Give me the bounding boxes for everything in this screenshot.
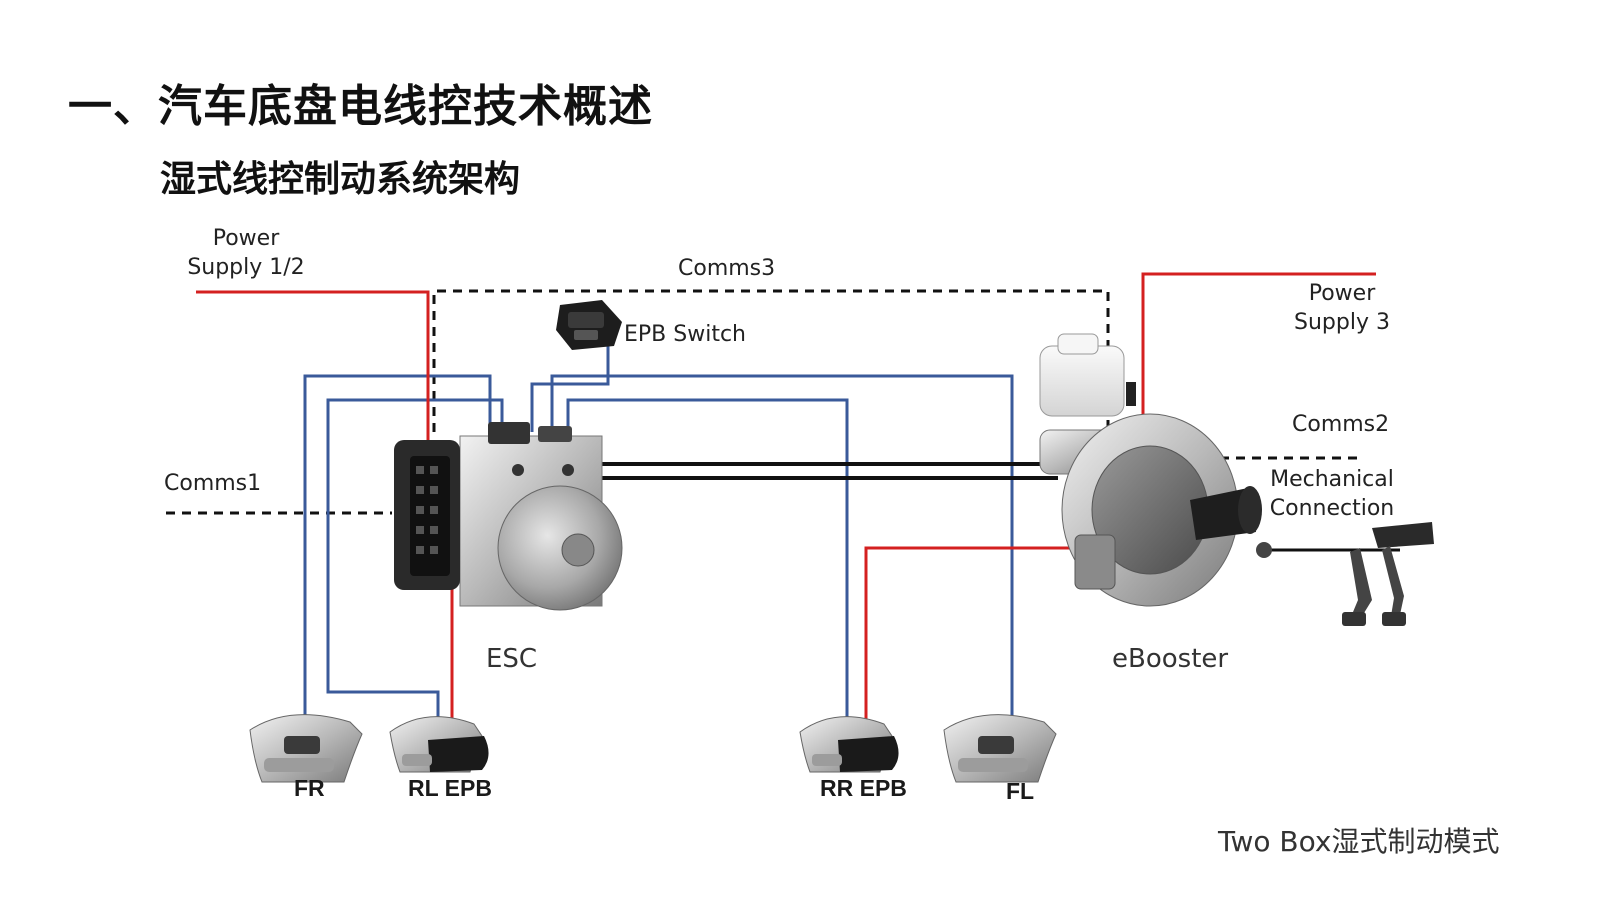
label-mechanical-line2: Connection: [1269, 496, 1395, 521]
label-rr-epb: RR EPB: [820, 775, 907, 801]
caliper-fl: [943, 714, 1057, 783]
power-wire-rr-epb: [864, 546, 1080, 720]
label-power-supply-3-line2: Supply 3: [1294, 310, 1390, 335]
label-comms1: Comms1: [164, 471, 262, 496]
esc-unit: [394, 422, 623, 611]
signal-wire-rl: [326, 398, 504, 725]
label-power-supply-3: Power Supply 3: [1282, 281, 1402, 335]
label-comms3: Comms3: [678, 256, 776, 281]
signal-wire-fr: [303, 374, 492, 718]
pedal-assembly: [1342, 522, 1434, 626]
epb-switch-device: [556, 300, 622, 350]
label-mechanical-connection: Mechanical Connection: [1262, 467, 1402, 521]
caliper-fr: [249, 714, 363, 783]
hydraulic-lines: [520, 462, 1058, 480]
signal-wire-rr: [566, 398, 849, 720]
caliper-rl-epb: [389, 716, 489, 773]
diagram-caption: Two Box湿式制动模式: [1218, 825, 1500, 858]
label-esc: ESC: [486, 644, 538, 674]
label-power-supply-12-line2: Supply 1/2: [187, 255, 305, 280]
label-comms2: Comms2: [1292, 412, 1390, 437]
label-fl: FL: [1006, 778, 1035, 804]
label-ebooster: eBooster: [1112, 644, 1229, 674]
label-power-supply-3-line1: Power: [1308, 281, 1376, 306]
label-power-supply-12-line1: Power: [212, 226, 280, 251]
comms3-dashed-line: [432, 289, 1110, 450]
page-subtitle: 湿式线控制动系统架构: [160, 159, 521, 200]
caliper-rr-epb: [799, 716, 899, 773]
label-epb-switch: EPB Switch: [624, 322, 746, 347]
page-title: 一、汽车底盘电线控技术概述: [68, 81, 653, 132]
label-rl-epb: RL EPB: [408, 775, 492, 801]
label-mechanical-line1: Mechanical: [1270, 467, 1394, 492]
signal-wire-epb-switch: [530, 345, 610, 432]
power-wire-supply-3: [1141, 272, 1376, 440]
label-fr: FR: [294, 775, 325, 801]
label-power-supply-12: Power Supply 1/2: [180, 226, 312, 280]
power-wire-supply-12: [196, 290, 430, 450]
ebooster-unit: [1039, 333, 1400, 607]
